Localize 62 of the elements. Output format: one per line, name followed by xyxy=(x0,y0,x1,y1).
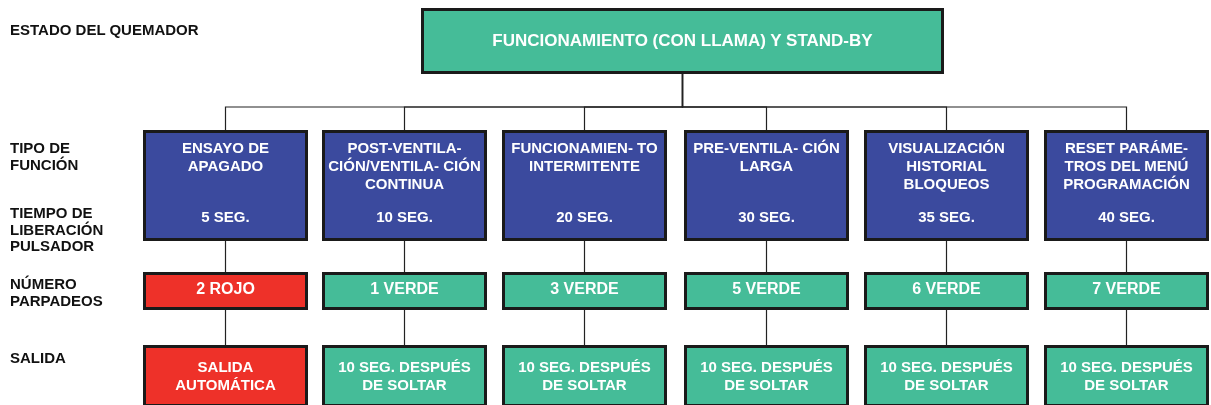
time-label: 5 SEG. xyxy=(201,208,250,226)
box-label: 1 VERDE xyxy=(370,279,439,299)
output-box xyxy=(322,345,487,405)
box-label: 10 SEG. DESPUÉS DE SOLTAR xyxy=(699,358,834,394)
box-label: 10 SEG. DESPUÉS DE SOLTAR xyxy=(879,358,1014,394)
box-label: 6 VERDE xyxy=(912,279,981,299)
box-label: 10 SEG. DESPUÉS DE SOLTAR xyxy=(517,358,652,394)
row-label: TIEMPO DE LIBERACIÓN PULSADOR xyxy=(10,205,105,255)
box-label: 5 VERDE xyxy=(732,279,801,299)
connector-line xyxy=(1125,240,1128,273)
box-label: RESET PARÁME- TROS DEL MENÚ PROGRAMACIÓN xyxy=(1062,139,1191,193)
row-label: SALIDA xyxy=(10,350,67,367)
connector-line xyxy=(403,240,406,273)
box-label: 2 ROJO xyxy=(196,279,255,299)
connector-line xyxy=(224,240,227,273)
box-label: 10 SEG. DESPUÉS DE SOLTAR xyxy=(337,358,472,394)
blink-count-box xyxy=(502,272,667,310)
time-label: 10 SEG. xyxy=(376,208,433,226)
box-label: FUNCIONAMIENTO (CON LLAMA) Y STAND-BY xyxy=(492,30,873,52)
box-label: VISUALIZACIÓN HISTORIAL BLOQUEOS xyxy=(887,139,1006,193)
row-label: TIPO DE FUNCIÓN xyxy=(10,140,80,173)
blink-count-box xyxy=(684,272,849,310)
blink-count-box xyxy=(1044,272,1209,310)
time-label: 30 SEG. xyxy=(738,208,795,226)
connector-line xyxy=(583,309,586,346)
output-box xyxy=(502,345,667,405)
row-label: NÚMERO PARPADEOS xyxy=(10,276,104,309)
output-box xyxy=(1044,345,1209,405)
function-box xyxy=(864,130,1029,241)
box-label: 10 SEG. DESPUÉS DE SOLTAR xyxy=(1059,358,1194,394)
output-box xyxy=(143,345,308,405)
blink-count-box xyxy=(143,272,308,310)
time-label: 40 SEG. xyxy=(1098,208,1155,226)
output-box xyxy=(864,345,1029,405)
function-box xyxy=(322,130,487,241)
box-label: PRE-VENTILA- CIÓN LARGA xyxy=(692,139,841,175)
output-box xyxy=(684,345,849,405)
function-box xyxy=(502,130,667,241)
box-label: 7 VERDE xyxy=(1092,279,1161,299)
state-box xyxy=(421,8,944,74)
box-label: POST-VENTILA- CIÓN/VENTILA- CIÓN CONTINUA xyxy=(327,139,482,193)
function-box xyxy=(684,130,849,241)
box-label: SALIDA AUTOMÁTICA xyxy=(174,358,277,394)
connector-line xyxy=(945,309,948,346)
box-label: FUNCIONAMIEN- TO INTERMITENTE xyxy=(510,139,659,175)
box-label: ENSAYO DE APAGADO xyxy=(181,139,270,175)
time-label: 20 SEG. xyxy=(556,208,613,226)
blink-count-box xyxy=(322,272,487,310)
function-box xyxy=(143,130,308,241)
row-label: ESTADO DEL QUEMADOR xyxy=(10,22,200,39)
function-box xyxy=(1044,130,1209,241)
box-label: 3 VERDE xyxy=(550,279,619,299)
connector-line xyxy=(681,73,1128,131)
connector-line xyxy=(224,309,227,346)
connector-line xyxy=(1125,309,1128,346)
time-label: 35 SEG. xyxy=(918,208,975,226)
blink-count-box xyxy=(864,272,1029,310)
connector-line xyxy=(945,240,948,273)
connector-line xyxy=(765,309,768,346)
connector-line xyxy=(403,309,406,346)
connector-line xyxy=(583,240,586,273)
connector-line xyxy=(765,240,768,273)
